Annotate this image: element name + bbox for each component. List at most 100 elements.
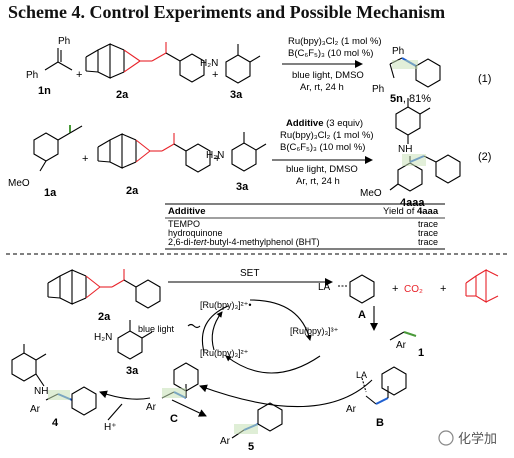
- mech-ru-3plus: [Ru(bpy)₃]³⁺: [290, 326, 339, 336]
- mech-5-highlight: [234, 424, 258, 434]
- reaction-2-conditions: Ru(bpy)₃Cl₂ (1 mol %) B(C₆F₅)₃ (10 mol %…: [280, 130, 374, 187]
- eq-number-1: (1): [478, 73, 491, 85]
- label-2a-r2: 2a: [126, 185, 139, 197]
- reaction-2: [33, 98, 461, 192]
- mech-amine: H₂N: [94, 332, 112, 343]
- r2-cond-4: Ar, rt, 24 h: [296, 176, 340, 187]
- r1-ph-top: Ph: [58, 36, 70, 47]
- product-4aaa-highlight: [402, 154, 426, 166]
- r1-product-ph-left: Ph: [372, 84, 384, 95]
- r1-cond-1: Ru(bpy)₃Cl₂ (1 mol %): [288, 36, 382, 47]
- mech-plus-2: +: [440, 283, 446, 295]
- mech-la-B: LA: [356, 370, 367, 380]
- mech-h-plus: H⁺: [104, 422, 117, 433]
- mech-ru-excited: [Ru(bpy)₃]²⁺•: [200, 300, 252, 310]
- compound-3a-structure-r2: [231, 132, 267, 172]
- mech-set: SET: [240, 268, 259, 279]
- cycle-arc-bottom: [225, 355, 321, 374]
- mech-co2: CO₂: [404, 284, 423, 295]
- product-4-structure: [11, 344, 97, 416]
- mech-C-to-4-arrow: [99, 390, 151, 400]
- mechanism: [11, 269, 499, 439]
- mech-hplus-arrow: [107, 403, 123, 421]
- r1-cond-4: Ar, rt, 24 h: [300, 82, 344, 93]
- label-4aaa: 4aaa: [400, 197, 425, 209]
- intermediate-B-structure: [361, 366, 407, 405]
- label-3a-r2: 3a: [236, 181, 249, 193]
- r1-plus-2: +: [212, 69, 218, 81]
- table-row-3-additive: 2,6-di-tert-butyl-4-methylphenol (BHT): [168, 237, 320, 247]
- label-2a-r1: 2a: [116, 89, 129, 101]
- mech-blue-light: blue light: [138, 324, 175, 334]
- r2-meo: MeO: [8, 178, 30, 189]
- table-row-3-ital: tert: [194, 237, 208, 247]
- mech-ar-B: Ar: [346, 404, 357, 415]
- additive-table: Additive Yield of 4aaa TEMPO trace hydro…: [165, 203, 445, 250]
- compound-2a-structure-r1: [85, 42, 205, 83]
- eq-number-2: (2): [478, 151, 491, 163]
- mech-ar-1: Ar: [396, 340, 407, 351]
- mech-C-to-5-arrow: [171, 399, 207, 417]
- cycle-arc-left: [201, 305, 229, 353]
- mech-4-highlight: [48, 390, 70, 400]
- r1-ph-left: Ph: [26, 70, 38, 81]
- r2-cond-1: Ru(bpy)₃Cl₂ (1 mol %): [280, 130, 374, 141]
- r2-plus-2: +: [214, 153, 220, 165]
- r2-cond-3: blue light, DMSO: [286, 164, 358, 175]
- table-row-3-post: -butyl-4-methylphenol (BHT): [207, 237, 320, 247]
- watermark: 化学加: [438, 430, 497, 446]
- mech-C-highlight: [162, 388, 186, 398]
- mech-loop-arrow: [199, 379, 373, 408]
- table-header-yield-bold: 4aaa: [417, 206, 439, 217]
- cycle-excite-arrow: [211, 311, 223, 351]
- mech-ar-4: Ar: [30, 404, 41, 415]
- r2-cond-2: B(C₆F₅)₃ (10 mol %): [280, 142, 365, 153]
- compound-1a-structure: [33, 125, 83, 172]
- mech-label-2a: 2a: [98, 311, 111, 323]
- r1-amine: H₂N: [200, 58, 218, 69]
- mech-label-3a: 3a: [126, 365, 139, 377]
- wechat-icon: [438, 430, 454, 446]
- r2-additive-word: Additive: [286, 118, 323, 129]
- cycle-arc-right: [249, 299, 312, 341]
- mech-2a-structure: [47, 269, 161, 309]
- label-1a: 1a: [44, 187, 57, 199]
- label-3a-r1: 3a: [230, 89, 243, 101]
- r1-plus-1: +: [76, 69, 82, 81]
- table-header-yield: Yield of 4aaa: [383, 206, 439, 217]
- mech-label-4: 4: [52, 417, 59, 429]
- r2-amine: H₂N: [206, 150, 224, 161]
- mech-label-5: 5: [248, 441, 254, 453]
- mech-plus-1: +: [392, 283, 398, 295]
- table-row-3-yield: trace: [418, 237, 438, 247]
- blue-light-wave: [187, 323, 201, 329]
- mech-label-C: C: [170, 413, 178, 425]
- table-header-additive: Additive: [168, 206, 205, 217]
- reaction-1: [44, 42, 441, 88]
- mech-label-A: A: [358, 309, 366, 321]
- mech-nh-4: NH: [34, 386, 48, 397]
- r2-product-nh: NH: [398, 144, 412, 155]
- table-row-2-yield: trace: [418, 228, 438, 238]
- mech-ar-5: Ar: [220, 436, 231, 447]
- watermark-text: 化学加: [458, 431, 497, 446]
- radical-A-ring: [349, 274, 375, 304]
- compound-3a-structure-r1: [225, 44, 261, 84]
- table-row-1-yield: trace: [418, 219, 438, 229]
- mech-label-B: B: [376, 417, 384, 429]
- table-row-2-additive: hydroquinone: [168, 228, 223, 238]
- phthalimide-anion-structure: [465, 269, 499, 303]
- r2-plus-1: +: [82, 153, 88, 165]
- mech-la: LA: [318, 282, 331, 293]
- table-header-yield-text: Yield of: [383, 206, 417, 217]
- compound-1n-structure: [44, 48, 73, 71]
- mech-ar-C: Ar: [146, 402, 157, 413]
- product-5n-caption: 5n, 81%: [390, 93, 431, 105]
- product-5n-highlight: [392, 60, 418, 69]
- r2-additive: Additive (3 equiv): [286, 118, 363, 129]
- mech-ru-2plus: [Ru(bpy)₃]²⁺: [200, 348, 249, 358]
- table-row-3-pre: 2,6-di-: [168, 237, 194, 247]
- mech-label-1: 1: [418, 347, 424, 359]
- label-1n: 1n: [38, 85, 51, 97]
